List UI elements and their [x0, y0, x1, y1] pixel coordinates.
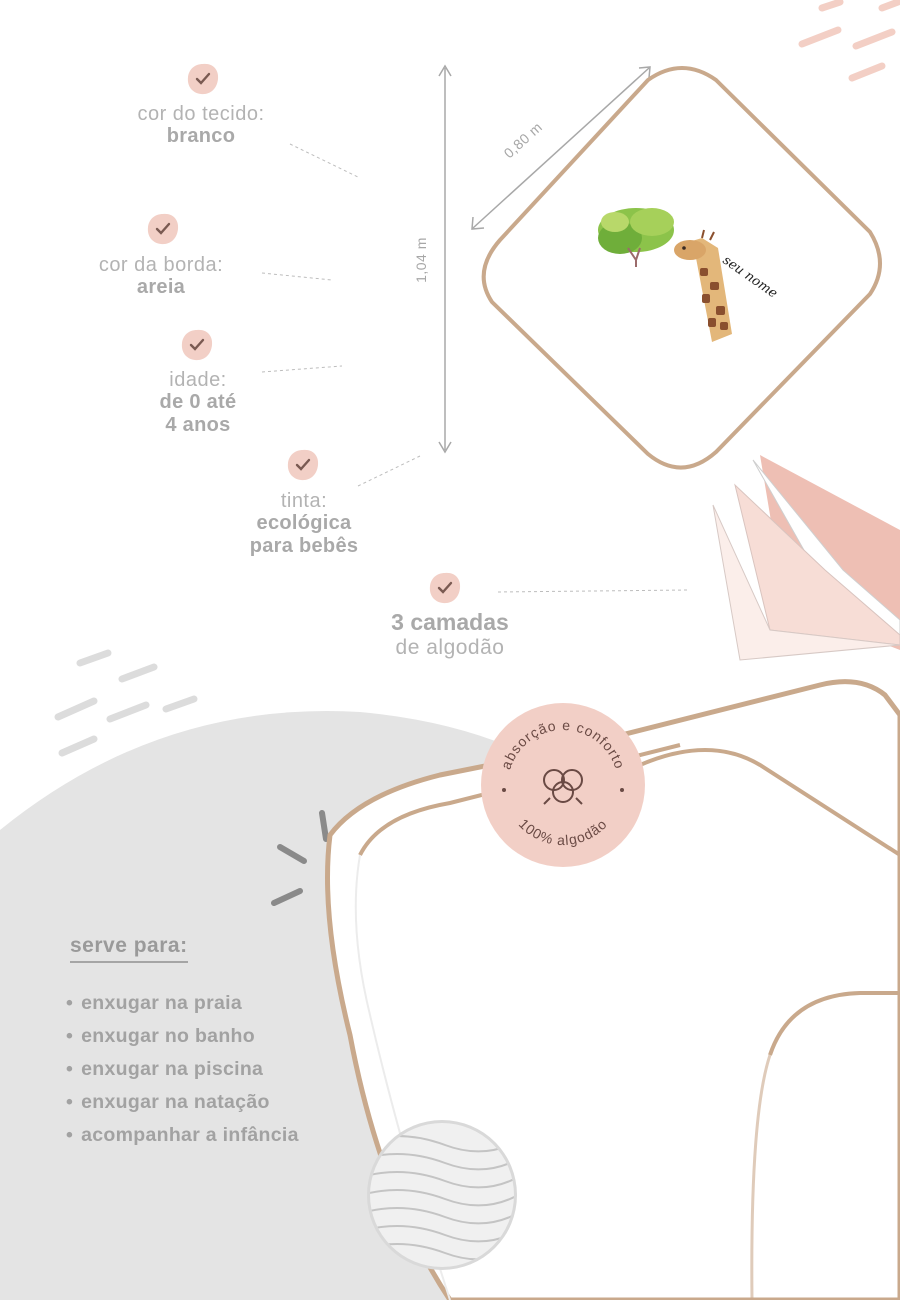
decorative-strokes-top-right: [798, 0, 900, 82]
feature-label: cor do tecido:: [137, 103, 265, 125]
use-text: enxugar na natação: [81, 1091, 270, 1113]
list-item: •enxugar na natação: [66, 1091, 270, 1113]
feature-value: para bebês: [249, 534, 359, 557]
towel-illustration: seu nome: [481, 66, 882, 470]
feature-value: branco: [166, 125, 236, 148]
list-item: •enxugar na praia: [66, 992, 242, 1014]
feature-value: ecológica: [256, 512, 352, 535]
fabric-texture-closeup: [367, 1120, 517, 1270]
uses-list: •enxugar na praia •enxugar no banho •enx…: [66, 992, 299, 1157]
tree-illustration: [598, 208, 674, 267]
feature-ink: tinta: ecológica para bebês: [184, 490, 424, 557]
list-item: •enxugar na piscina: [66, 1058, 264, 1080]
giraffe-illustration: [674, 229, 732, 342]
check-icon: [181, 329, 213, 361]
feature-border-color: cor da borda: areia: [41, 254, 281, 299]
check-icon: [187, 63, 219, 95]
feature-fabric-color: cor do tecido: branco: [81, 103, 321, 148]
feature-value: de 0 até: [159, 391, 237, 414]
check-icon: [429, 572, 461, 604]
layers-subtitle: de algodão: [395, 635, 505, 659]
check-icon: [287, 449, 319, 481]
use-text: enxugar no banho: [81, 1025, 255, 1047]
layers-title: 3 camadas: [391, 609, 509, 635]
height-dimension-arrow: [438, 64, 452, 454]
check-icon: [147, 213, 179, 245]
use-text: enxugar na piscina: [81, 1058, 264, 1080]
cotton-badge: absorção e conforto 100% algodão: [481, 703, 645, 867]
use-text: acompanhar a infância: [81, 1124, 299, 1146]
sparkle-strokes: [271, 810, 329, 906]
layers-illustration: [712, 455, 900, 661]
feature-value: 4 anos: [165, 413, 231, 436]
use-text: enxugar na praia: [81, 992, 242, 1014]
feature-value: areia: [136, 276, 186, 299]
feature-age: idade: de 0 até 4 anos: [78, 369, 318, 436]
decorative-strokes-left: [54, 649, 198, 757]
height-label: 1,04 m: [412, 237, 429, 283]
cotton-flower-icon: [543, 769, 583, 805]
feature-label: idade:: [169, 369, 227, 391]
feature-label: tinta:: [280, 490, 328, 512]
list-item: •enxugar no banho: [66, 1025, 255, 1047]
layers-info: 3 camadas de algodão: [330, 609, 570, 659]
feature-label: cor da borda:: [98, 254, 224, 276]
width-dimension-arrow: [471, 66, 651, 230]
list-item: •acompanhar a infância: [66, 1124, 299, 1146]
uses-title: serve para:: [70, 934, 188, 963]
connector-lines: [261, 143, 689, 593]
